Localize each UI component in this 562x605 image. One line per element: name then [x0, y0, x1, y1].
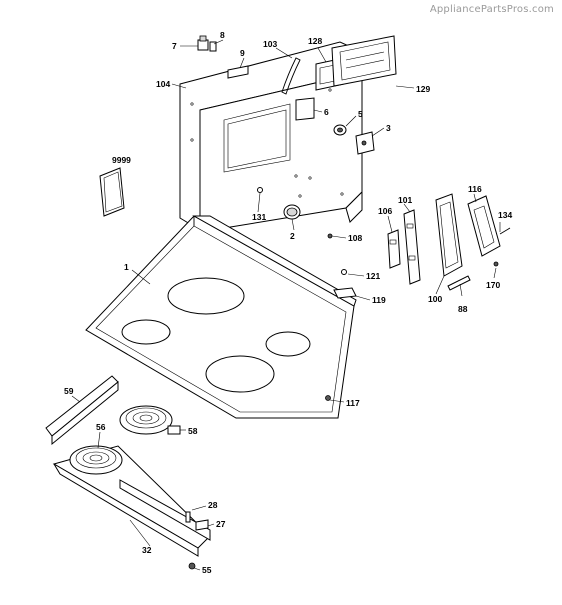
callout-8: 8: [220, 30, 225, 40]
callout-7: 7: [172, 41, 177, 51]
callout-101: 101: [398, 195, 412, 205]
bracket-part-59: [45, 375, 119, 446]
screw-part-134: [499, 227, 511, 235]
callout-129: 129: [416, 84, 430, 94]
harness-part-103: [281, 57, 301, 95]
trim-part-116: [467, 195, 501, 257]
clip-part-8: [209, 41, 217, 52]
screw-part-170: [493, 261, 499, 267]
control-board-part-129: [331, 35, 397, 87]
callout-88: 88: [458, 304, 468, 314]
callout-6: 6: [324, 107, 329, 117]
screw-part-117: [325, 395, 331, 401]
callout-121: 121: [366, 271, 380, 281]
screw-part-121: [341, 269, 347, 275]
element-part-58: [119, 405, 181, 435]
callout-labels: 7 8 9 103 128 129 104 6 5 3 9999 131 2 1…: [64, 30, 512, 575]
callout-128: 128: [308, 36, 322, 46]
leader-lines: [71, 39, 501, 571]
callout-106: 106: [378, 206, 392, 216]
element-part-56: [69, 445, 123, 475]
callout-56: 56: [96, 422, 106, 432]
callout-108: 108: [348, 233, 362, 243]
switch-part-7: [197, 35, 209, 51]
callout-9999: 9999: [112, 155, 131, 165]
endcap-part-101: [403, 209, 421, 285]
callout-170: 170: [486, 280, 500, 290]
callout-103: 103: [263, 39, 277, 49]
callout-100: 100: [428, 294, 442, 304]
callout-55: 55: [202, 565, 212, 575]
endcap-part-106: [387, 229, 401, 269]
bracket-part-119: [333, 287, 357, 299]
callout-9: 9: [240, 48, 245, 58]
screw-part-131: [257, 187, 263, 193]
callout-59: 59: [64, 386, 74, 396]
part-88: [447, 275, 471, 291]
callout-32: 32: [142, 545, 152, 555]
callout-5: 5: [358, 109, 363, 119]
callout-28: 28: [208, 500, 218, 510]
switch-part-3: [355, 131, 375, 155]
plate-part-9: [227, 65, 249, 79]
callout-58: 58: [188, 426, 198, 436]
screw-part-28: [185, 511, 191, 523]
part-5: [333, 124, 347, 136]
cooktop-glass: [85, 215, 357, 419]
callout-131: 131: [252, 212, 266, 222]
callout-1: 1: [124, 262, 129, 272]
callout-134: 134: [498, 210, 512, 220]
screw-part-108: [327, 233, 333, 239]
nut-part-55: [188, 562, 196, 570]
callout-104: 104: [156, 79, 170, 89]
watermark: AppliancePartsPros.com: [429, 4, 554, 15]
trim-part-100: [435, 193, 463, 277]
callout-2: 2: [290, 231, 295, 241]
clip-part-27: [195, 519, 209, 531]
callout-119: 119: [372, 295, 386, 305]
label-part-6: [295, 97, 315, 121]
callout-116: 116: [468, 184, 482, 194]
callout-3: 3: [386, 123, 391, 133]
callout-117: 117: [346, 398, 360, 408]
manual-part-9999: [99, 167, 125, 217]
knob-part-2: [283, 204, 301, 220]
callout-27: 27: [216, 519, 226, 529]
